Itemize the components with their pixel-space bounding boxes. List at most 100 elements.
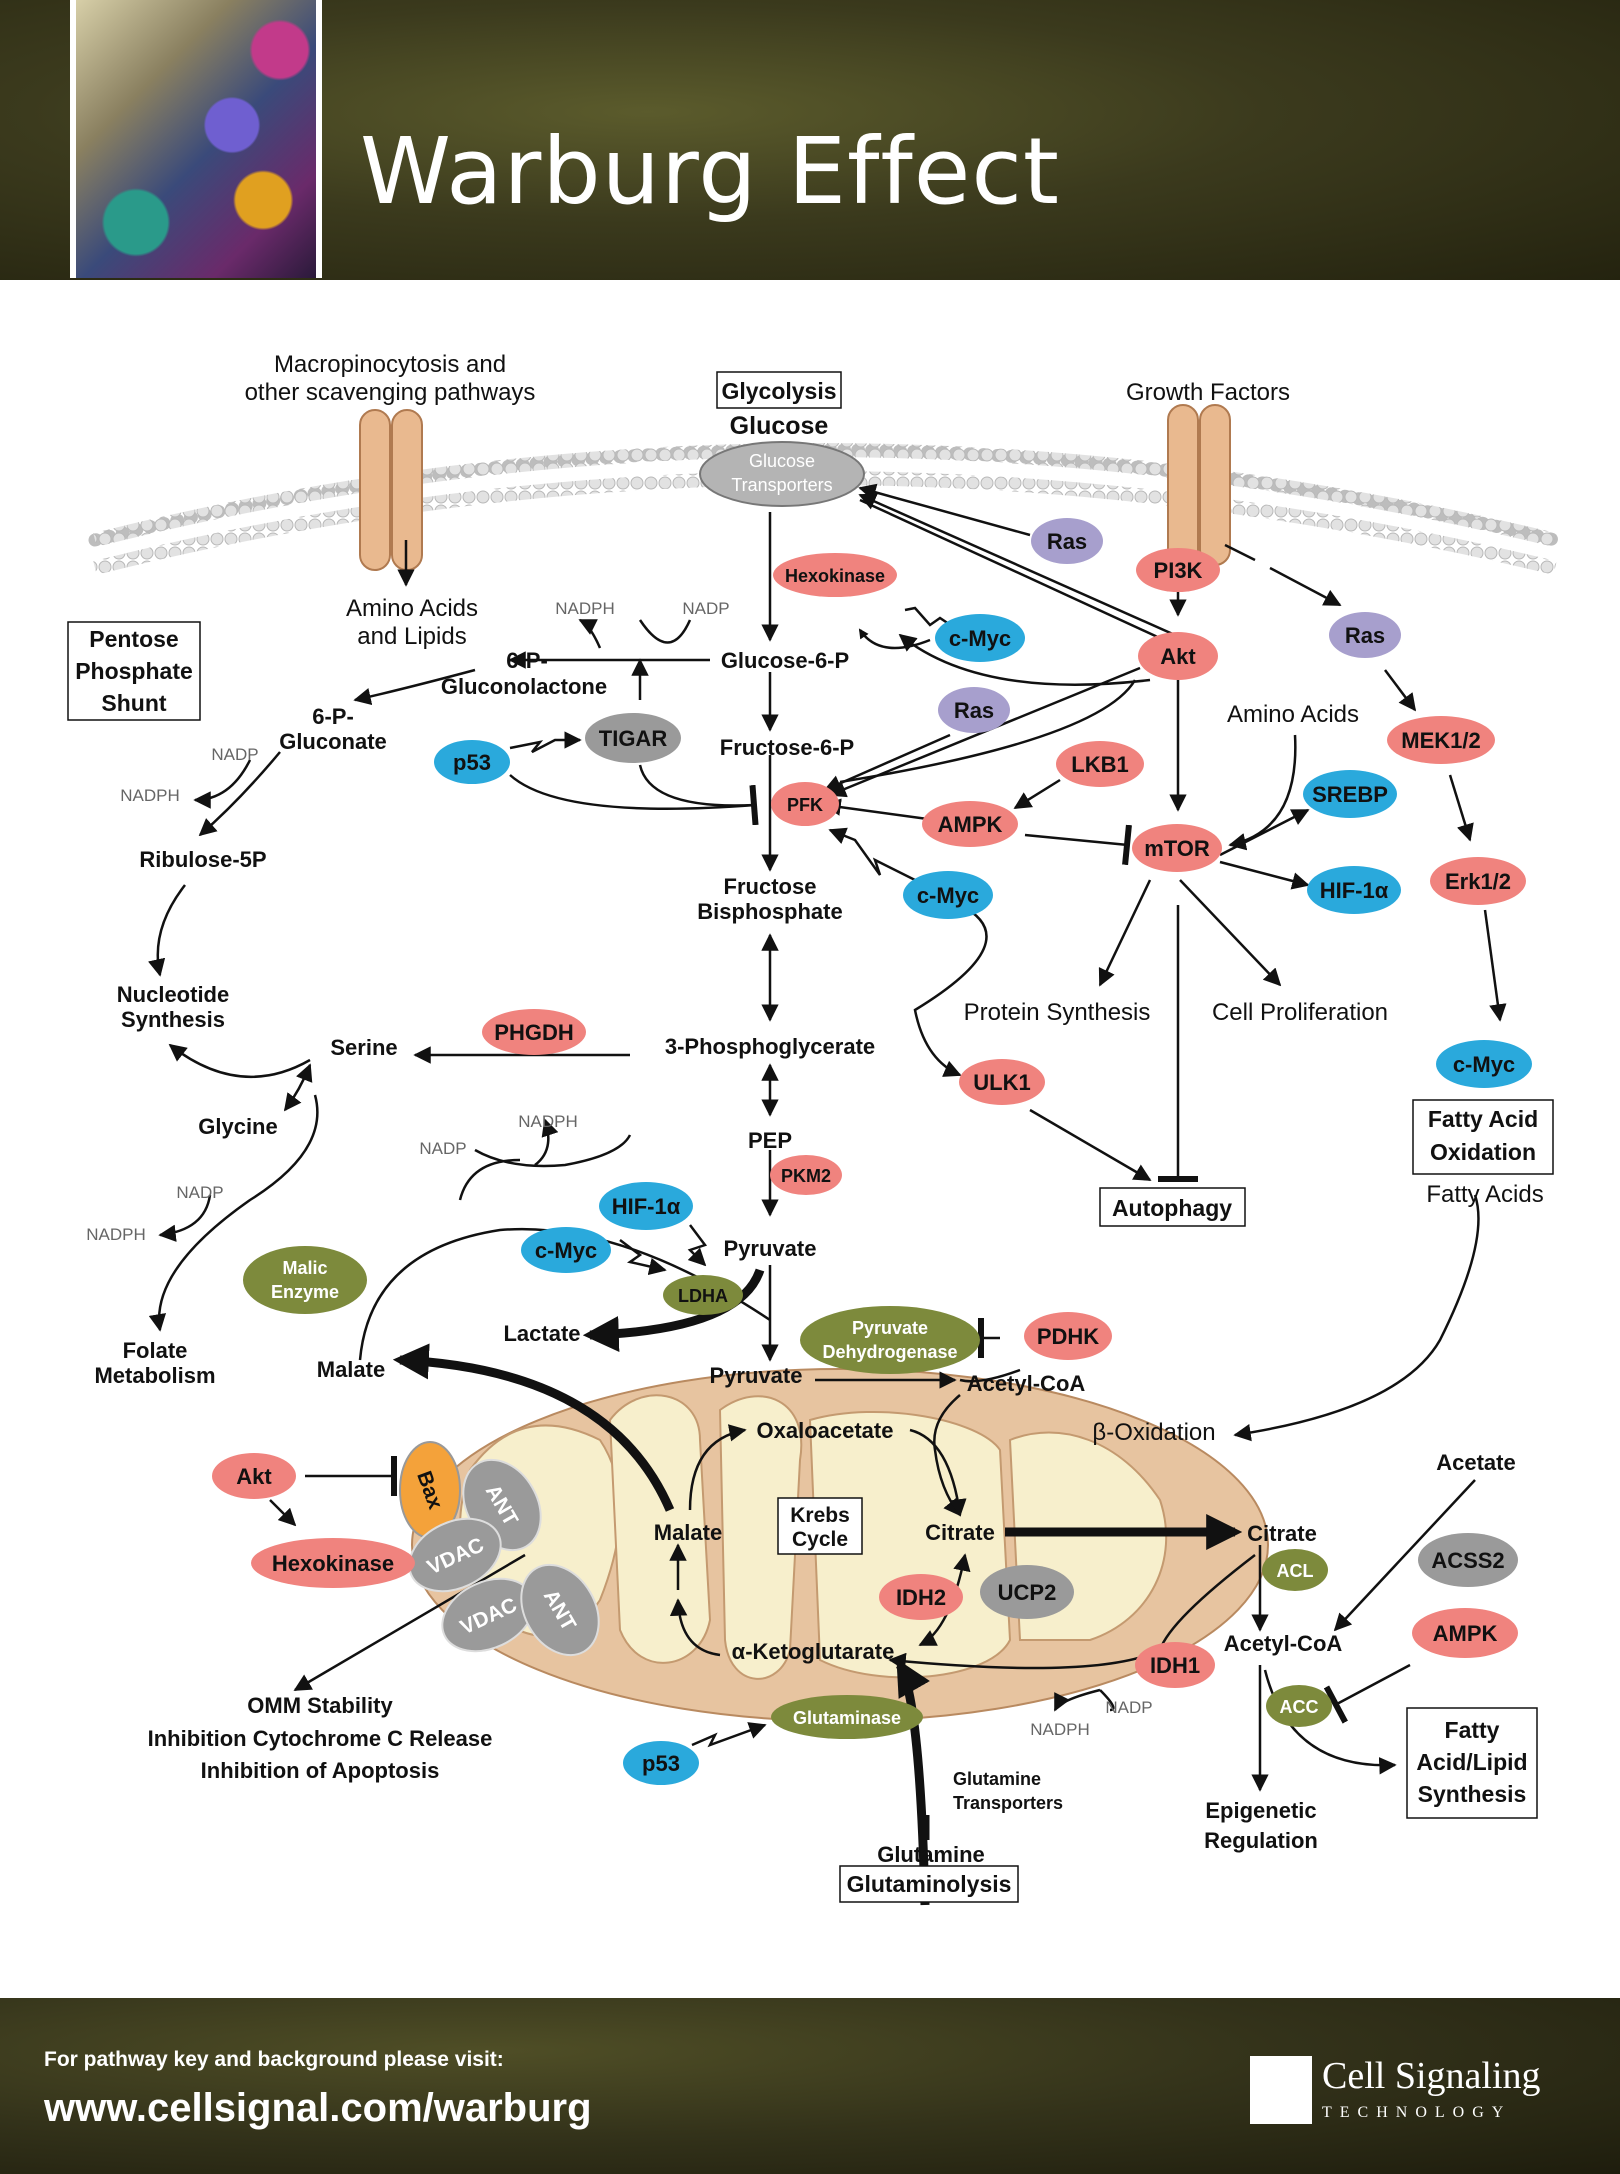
svg-text:Fatty: Fatty	[1445, 1717, 1500, 1743]
svg-text:Glycolysis: Glycolysis	[721, 378, 836, 404]
svg-text:Hexokinase: Hexokinase	[785, 566, 885, 586]
svg-text:Akt: Akt	[1160, 644, 1196, 669]
svg-text:Glutaminase: Glutaminase	[793, 1708, 901, 1728]
label-ribulose-5p: Ribulose-5P	[139, 847, 266, 872]
svg-text:Ras: Ras	[1047, 529, 1087, 554]
label-glutamine-transporters: Glutamine	[953, 1769, 1041, 1789]
node-cmyc-low: c-Myc	[521, 1227, 611, 1273]
label-6p-gluconate: 6-P-	[312, 704, 354, 729]
svg-text:Fatty Acid: Fatty Acid	[1428, 1106, 1538, 1132]
label-oxaloacetate: Oxaloacetate	[757, 1418, 894, 1443]
svg-text:Autophagy: Autophagy	[1112, 1195, 1232, 1221]
label-lactate: Lactate	[503, 1321, 580, 1346]
node-phgdh: PHGDH	[482, 1009, 586, 1055]
node-idh2: IDH2	[879, 1574, 963, 1620]
svg-text:ULK1: ULK1	[973, 1070, 1030, 1095]
node-glutaminase: Glutaminase	[771, 1695, 923, 1739]
label-glycine: Glycine	[198, 1114, 277, 1139]
label-malate-mito: Malate	[654, 1520, 722, 1545]
svg-text:NADP: NADP	[419, 1139, 466, 1158]
svg-text:Acid/Lipid: Acid/Lipid	[1416, 1749, 1527, 1775]
svg-text:c-Myc: c-Myc	[535, 1238, 597, 1263]
pathway-edges	[148, 483, 1507, 1906]
cofactor-labels: NADPH NADP NADP NADPH NADPH NADP NADP NA…	[86, 599, 1152, 1739]
node-bax: Bax	[399, 1441, 461, 1539]
svg-text:LDHA: LDHA	[678, 1286, 728, 1306]
svg-text:c-Myc: c-Myc	[917, 883, 979, 908]
box-autophagy: Autophagy	[1099, 1187, 1246, 1227]
svg-text:HIF-1α: HIF-1α	[612, 1194, 681, 1219]
svg-text:Glucose: Glucose	[749, 451, 815, 471]
svg-text:p53: p53	[642, 1751, 680, 1776]
node-srebp: SREBP	[1303, 770, 1397, 818]
node-p53-top: p53	[434, 740, 510, 784]
node-ant-lower: ANT	[520, 1563, 600, 1657]
svg-text:Ras: Ras	[1345, 623, 1385, 648]
node-acss2: ACSS2	[1418, 1533, 1518, 1587]
svg-text:NADPH: NADPH	[518, 1112, 578, 1131]
box-glycolysis: Glycolysis	[716, 371, 842, 409]
label-gluconate: Gluconate	[279, 729, 387, 754]
label-alpha-ketoglutarate: α-Ketoglutarate	[732, 1639, 895, 1664]
svg-text:Pyruvate: Pyruvate	[852, 1318, 928, 1338]
node-akt: Akt	[1138, 632, 1218, 680]
svg-text:Pentose: Pentose	[89, 626, 178, 652]
brand-name: Cell Signaling	[1322, 2055, 1541, 2097]
svg-text:NADP: NADP	[682, 599, 729, 618]
svg-text:LKB1: LKB1	[1071, 752, 1128, 777]
label-citrate-mito: Citrate	[925, 1520, 995, 1545]
label-scavenging: Macropinocytosis and	[274, 351, 506, 378]
label-folate: Folate	[123, 1338, 188, 1363]
footer-visit-text: For pathway key and background please vi…	[44, 2048, 504, 2071]
box-fatty-acid-lipid-synthesis: Fatty Acid/Lipid Synthesis	[1406, 1707, 1538, 1819]
label-scavenging-2: other scavenging pathways	[245, 379, 536, 406]
node-mek12: MEK1/2	[1387, 716, 1495, 764]
svg-text:TIGAR: TIGAR	[599, 726, 668, 751]
node-pkm2: PKM2	[770, 1155, 842, 1195]
label-pyruvate: Pyruvate	[724, 1236, 817, 1261]
svg-text:NADP: NADP	[176, 1183, 223, 1202]
label-fructose-6-p: Fructose-6-P	[720, 735, 854, 760]
svg-text:ACSS2: ACSS2	[1431, 1548, 1504, 1573]
node-acl: ACL	[1262, 1549, 1328, 1591]
label-glutamine: Glutamine	[877, 1842, 985, 1867]
svg-text:Cycle: Cycle	[792, 1528, 848, 1551]
label-apoptosis: Inhibition of Apoptosis	[201, 1758, 440, 1783]
label-glucose-6-p: Glucose-6-P	[721, 648, 849, 673]
node-pi3k: PI3K	[1136, 548, 1220, 592]
node-ulk1: ULK1	[959, 1059, 1045, 1105]
svg-text:Transporters: Transporters	[731, 475, 832, 495]
svg-text:NADP: NADP	[1105, 1698, 1152, 1717]
svg-text:ACC: ACC	[1280, 1697, 1319, 1717]
node-idh1: IDH1	[1135, 1642, 1215, 1688]
svg-text:Shunt: Shunt	[101, 690, 166, 716]
svg-text:UCP2: UCP2	[998, 1580, 1057, 1605]
svg-text:Hexokinase: Hexokinase	[272, 1551, 394, 1576]
svg-text:Dehydrogenase: Dehydrogenase	[822, 1342, 957, 1362]
node-lkb1: LKB1	[1056, 741, 1144, 787]
node-cmyc-right: c-Myc	[1436, 1040, 1532, 1088]
svg-text:NADPH: NADPH	[120, 786, 180, 805]
svg-text:NADP: NADP	[211, 745, 258, 764]
svg-text:NADPH: NADPH	[555, 599, 615, 618]
footer-url-link[interactable]: www.cellsignal.com/warburg	[44, 2086, 592, 2130]
node-pfk: PFK	[771, 782, 839, 826]
node-cmyc-mid: c-Myc	[903, 871, 993, 919]
box-fatty-acid-oxidation: Fatty Acid Oxidation	[1412, 1099, 1554, 1175]
label-acetyl-coa-mito: Acetyl-CoA	[967, 1371, 1086, 1396]
scavenging-channel	[359, 409, 423, 571]
label-acetyl-coa-cytosol: Acetyl-CoA	[1224, 1631, 1343, 1656]
label-omm-stability: OMM Stability	[247, 1693, 393, 1718]
label-nucleotide-synthesis: Synthesis	[121, 1007, 225, 1032]
node-akt-low: Akt	[212, 1453, 296, 1499]
node-tigar: TIGAR	[585, 713, 681, 763]
svg-text:Erk1/2: Erk1/2	[1445, 869, 1511, 894]
svg-text:Ras: Ras	[954, 698, 994, 723]
svg-text:AMPK: AMPK	[1433, 1621, 1498, 1646]
svg-text:Enzyme: Enzyme	[271, 1282, 339, 1302]
svg-text:Akt: Akt	[236, 1464, 272, 1489]
svg-text:HIF-1α: HIF-1α	[1320, 878, 1389, 903]
page-title: Warburg Effect	[360, 118, 1061, 225]
